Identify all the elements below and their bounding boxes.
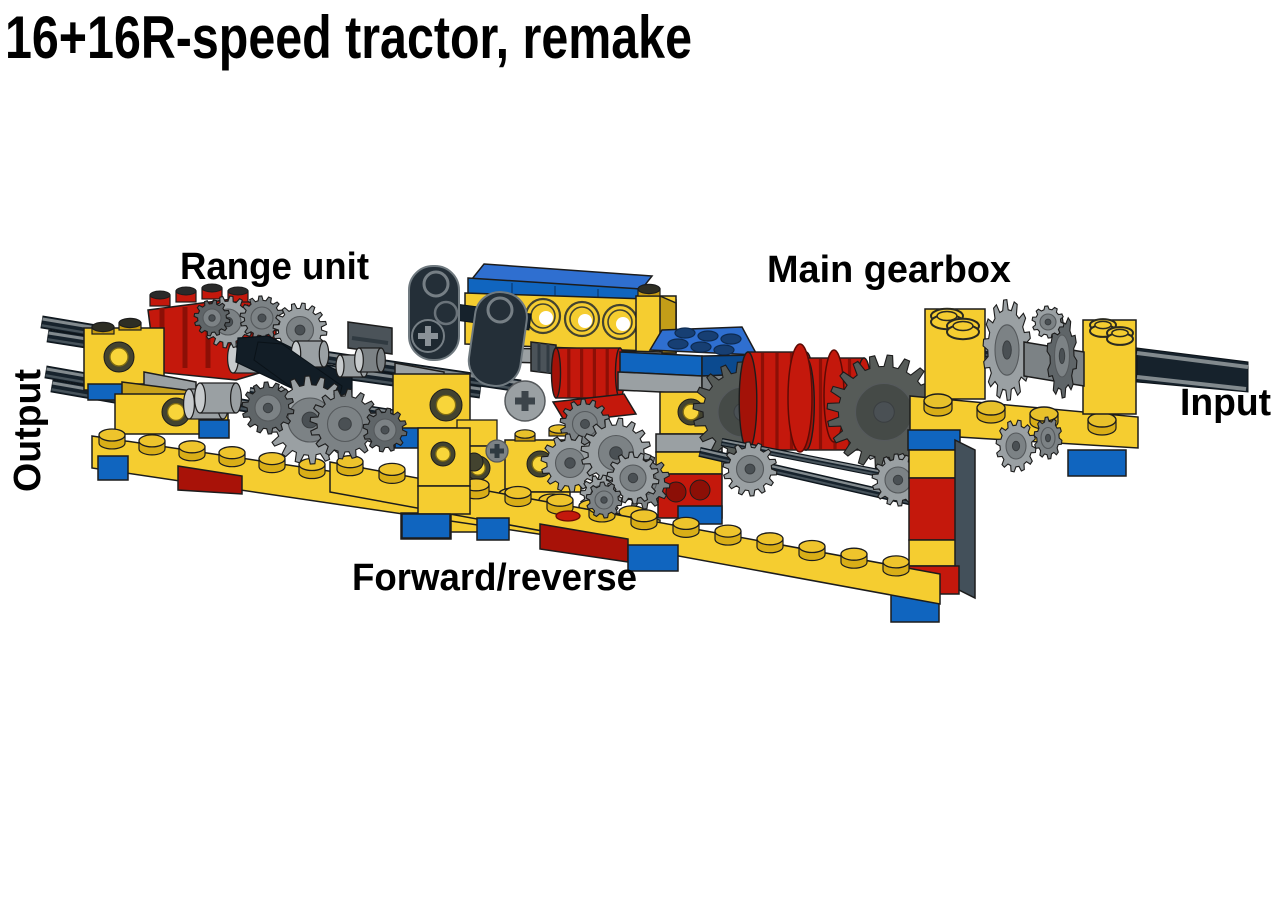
svg-text:Input: Input [1180, 382, 1271, 424]
svg-text:Forward/reverse: Forward/reverse [352, 557, 637, 599]
svg-text:Range unit: Range unit [180, 246, 369, 288]
svg-text:Main gearbox: Main gearbox [767, 249, 1011, 291]
svg-text:16+16R-speed tractor, remake: 16+16R-speed tractor, remake [5, 4, 692, 71]
svg-text:Output: Output [7, 369, 49, 492]
